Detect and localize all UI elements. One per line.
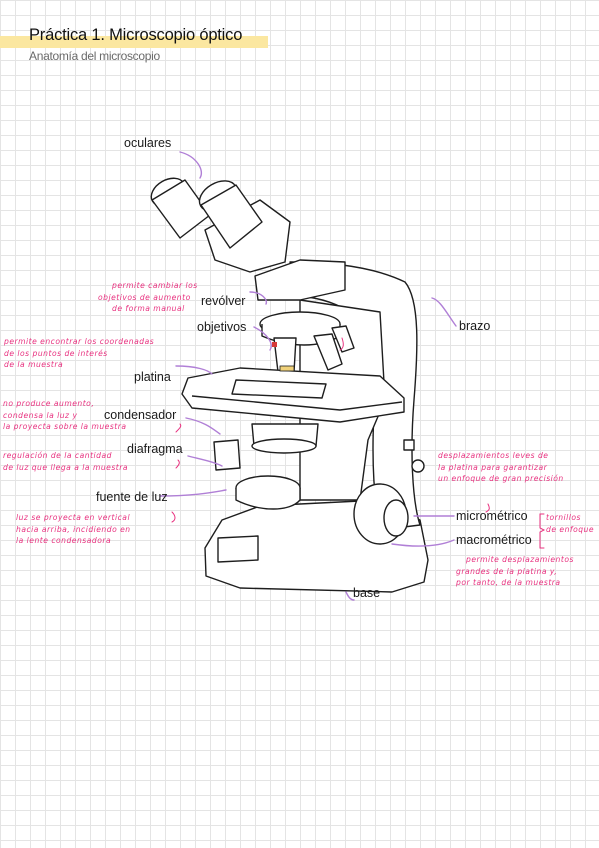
note-revolver: permite cambiar los objetivos de aumento… <box>98 281 198 314</box>
label-objetivos: objetivos <box>197 320 247 334</box>
label-micrometrico: micrométrico <box>456 509 528 523</box>
eyepiece-body <box>204 199 291 273</box>
label-platina: platina <box>134 370 171 384</box>
label-brazo: brazo <box>459 319 491 333</box>
head-shape <box>254 259 346 301</box>
side-button <box>411 459 425 473</box>
title-highlight <box>0 36 268 48</box>
objective-2 <box>313 333 343 371</box>
label-diafragma: diafragma <box>127 442 183 456</box>
note-fuente-luz: luz se proyecta en vertical hacia arriba… <box>16 513 131 546</box>
label-macrometrico: macrométrico <box>456 533 532 547</box>
label-fuente-luz: fuente de luz <box>96 490 168 504</box>
diaphragm-knob <box>213 439 241 471</box>
objective-3 <box>331 325 355 353</box>
label-condensador: condensador <box>104 408 177 422</box>
note-macrometrico: permite desplazamientos grandes de la pl… <box>456 555 574 588</box>
page-title: Práctica 1. Microscopio óptico <box>29 26 243 44</box>
note-condensador: no produce aumento, condensa la luz y la… <box>3 399 127 432</box>
page-subtitle: Anatomía del microscopio <box>29 49 160 63</box>
label-oculares: oculares <box>124 136 172 150</box>
note-diafragma: regulación de la cantidad de luz que lle… <box>3 451 129 472</box>
label-base: base <box>353 586 381 600</box>
base-panel <box>217 535 259 563</box>
stage-slide <box>231 379 327 399</box>
note-micrometrico: desplazamientos leves de la platina para… <box>438 451 564 484</box>
label-revolver: revólver <box>201 294 246 308</box>
note-platina: permite encontrar los coordenadas de los… <box>4 337 155 370</box>
note-tornillos: tornillos de enfoque <box>546 513 595 534</box>
